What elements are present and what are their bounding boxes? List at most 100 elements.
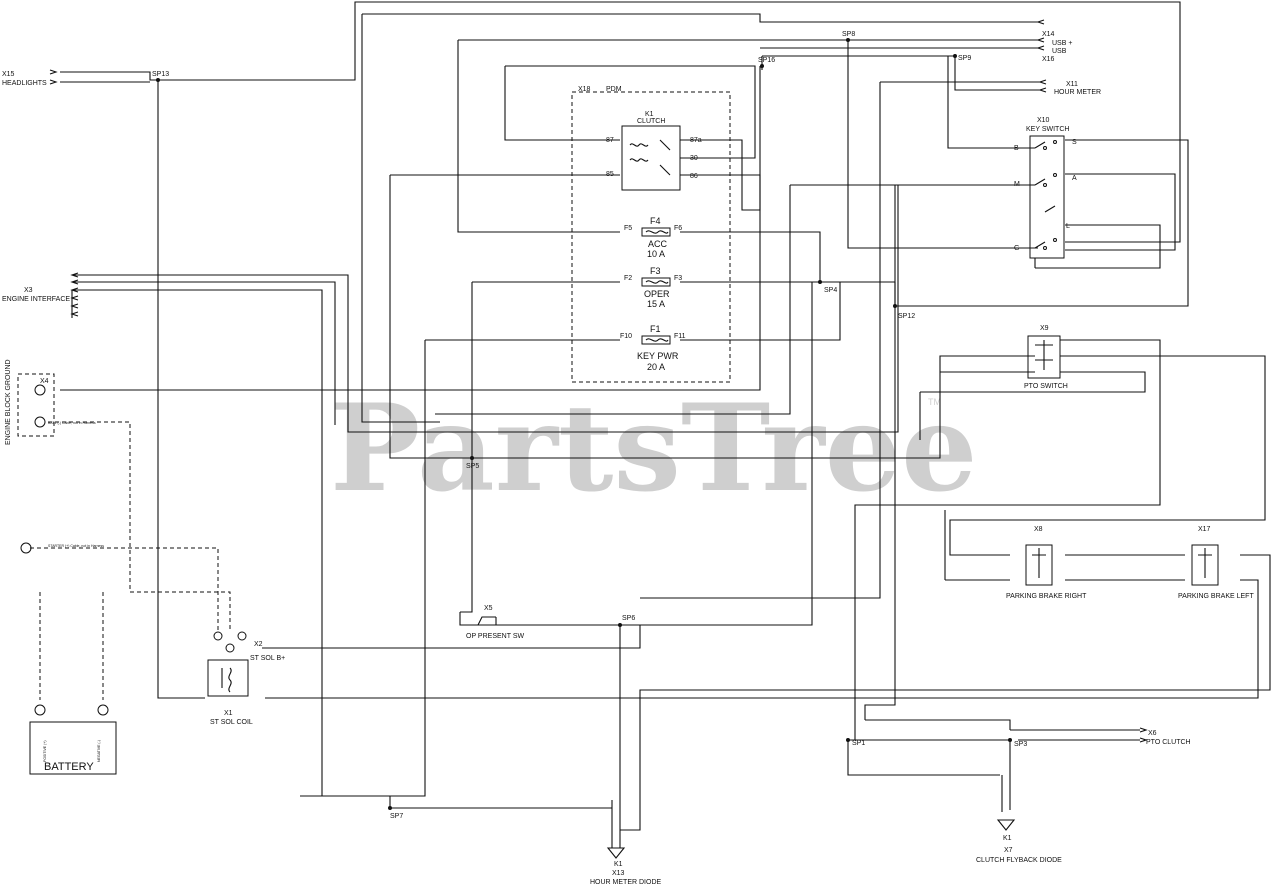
x10-name: KEY SWITCH [1026, 126, 1069, 133]
x8-id: X8 [1034, 526, 1043, 533]
x15-id: X15 [2, 71, 15, 78]
splice-label: SP8 [842, 31, 855, 38]
parking-brake-left: X17 PARKING BRAKE LEFT [1178, 526, 1254, 600]
pin-label: F11 [674, 333, 686, 340]
parking-brake-right: X8 PARKING BRAKE RIGHT [1006, 526, 1087, 600]
battery: BATTERY POSITIVE (+) NEGATIVE (-) [29, 704, 117, 775]
f3-id: F3 [650, 266, 661, 276]
engine-interface-connector: X3 ENGINE INTERFACE [2, 272, 79, 317]
x16-name: USB [1052, 48, 1067, 55]
f1-rating: 20 A [647, 362, 665, 372]
f4-name: ACC [648, 239, 668, 249]
x6-id: X6 [1148, 730, 1157, 737]
x8-name: PARKING BRAKE RIGHT [1006, 593, 1087, 600]
f1-id: F1 [650, 324, 661, 334]
hour-meter-diode: K1 X13 HOUR METER DIODE [590, 847, 662, 886]
x10-id: X10 [1037, 117, 1050, 124]
splice-label: SP7 [390, 813, 403, 820]
key-switch: X10 KEY SWITCH B M G S A L [1014, 117, 1077, 259]
pdm-module: X18 PDM K1 CLUTCH 87 85 87a 30 86 F4 ACC… [571, 86, 731, 383]
pin-label: 87 [606, 137, 614, 144]
x13-diode: K1 [614, 861, 623, 868]
bat1-note: BAT1 (-) Cable, not in Harness [48, 421, 96, 425]
x13-name: HOUR METER DIODE [590, 879, 662, 886]
starter-solenoid: X1 ST SOL COIL X2 ST SOL B+ [207, 631, 285, 726]
pin-label: M [1014, 181, 1020, 188]
splice-labels: SP13 SP8 SP16 SP9 SP4 SP12 SP5 SP6 SP7 S… [152, 31, 1027, 820]
clutch-flyback-diode: K1 X7 CLUTCH FLYBACK DIODE [976, 819, 1062, 864]
x1-name: ST SOL COIL [210, 719, 253, 726]
x11-id: X11 [1066, 81, 1078, 88]
pto-switch: X9 PTO SWITCH [1024, 325, 1068, 390]
pin-label: F3 [674, 275, 682, 282]
f4-rating: 10 A [647, 249, 665, 259]
x14-id: X14 [1042, 31, 1055, 38]
usb-connector: X14 USB + USB X16 [1036, 19, 1072, 63]
x4-name: ENGINE BLOCK GROUND [5, 359, 12, 445]
splice-label: SP3 [1014, 741, 1027, 748]
splice-label: SP4 [824, 287, 837, 294]
pin-label: 87a [690, 137, 702, 144]
engine-block-ground: X4 ENGINE BLOCK GROUND BAT1 (-) Cable, n… [5, 359, 96, 445]
op-present-switch: X5 OP PRESENT SW [466, 605, 524, 640]
x17-id: X17 [1198, 526, 1211, 533]
f1-name: KEY PWR [637, 351, 679, 361]
pin-label: F5 [624, 225, 632, 232]
pin-label: B [1014, 145, 1019, 152]
splice-label: SP12 [898, 313, 915, 320]
splice-label: SP1 [852, 740, 865, 747]
k1-name: CLUTCH [637, 118, 665, 125]
pin-label: G [1014, 245, 1019, 252]
x16-id: X16 [1042, 56, 1055, 63]
pin-label: 30 [690, 155, 698, 162]
pin-label: F10 [620, 333, 632, 340]
splice-label: SP5 [466, 463, 479, 470]
x18-id: X18 [578, 86, 591, 93]
pos-note: POSITIVE (+) [43, 741, 47, 763]
x2-id: X2 [254, 641, 263, 648]
x13-id: X13 [612, 870, 625, 877]
x18-name: PDM [606, 86, 622, 93]
splice-label: SP16 [758, 57, 775, 64]
f3-name: OPER [644, 289, 670, 299]
x3-name: ENGINE INTERFACE [2, 296, 70, 303]
wires [60, 1, 1271, 848]
pin-label: L [1066, 223, 1070, 230]
x6-name: PTO CLUTCH [1146, 739, 1191, 746]
splice-label: SP6 [622, 615, 635, 622]
battery-cables [30, 421, 231, 700]
pto-clutch-connector: X6 PTO CLUTCH [1139, 727, 1191, 746]
x5-id: X5 [484, 605, 493, 612]
pin-label: F6 [674, 225, 682, 232]
k1-id: K1 [645, 111, 654, 118]
headlights-connector: X15 HEADLIGHTS [2, 69, 58, 87]
x7-name: CLUTCH FLYBACK DIODE [976, 857, 1062, 864]
hour-meter-connector: X11 HOUR METER [1038, 79, 1101, 96]
x9-name: PTO SWITCH [1024, 383, 1068, 390]
splice-label: SP13 [152, 71, 169, 78]
pin-label: 85 [606, 171, 614, 178]
x11-name: HOUR METER [1054, 89, 1101, 96]
watermark: PartsTree [330, 378, 977, 519]
f3-rating: 15 A [647, 299, 665, 309]
x1-id: X1 [224, 710, 233, 717]
x5-name: OP PRESENT SW [466, 633, 524, 640]
starter-note: STARTER (+) Cable, not in Harness [48, 544, 104, 548]
pin-label: A [1072, 175, 1077, 182]
splice-dots [156, 38, 1012, 810]
neg-note: NEGATIVE (-) [97, 740, 101, 762]
x15-name: HEADLIGHTS [2, 80, 47, 87]
x7-id: X7 [1004, 847, 1013, 854]
x2-name: ST SOL B+ [250, 655, 285, 662]
x14-name: USB + [1052, 40, 1072, 47]
pin-label: S [1072, 139, 1077, 146]
x3-id: X3 [24, 287, 33, 294]
f4-id: F4 [650, 216, 661, 226]
x9-id: X9 [1040, 325, 1049, 332]
starter-cable: STARTER (+) Cable, not in Harness [20, 542, 104, 554]
x7-diode: K1 [1003, 835, 1012, 842]
x17-name: PARKING BRAKE LEFT [1178, 593, 1254, 600]
pin-label: F2 [624, 275, 632, 282]
x4-id: X4 [40, 378, 49, 385]
